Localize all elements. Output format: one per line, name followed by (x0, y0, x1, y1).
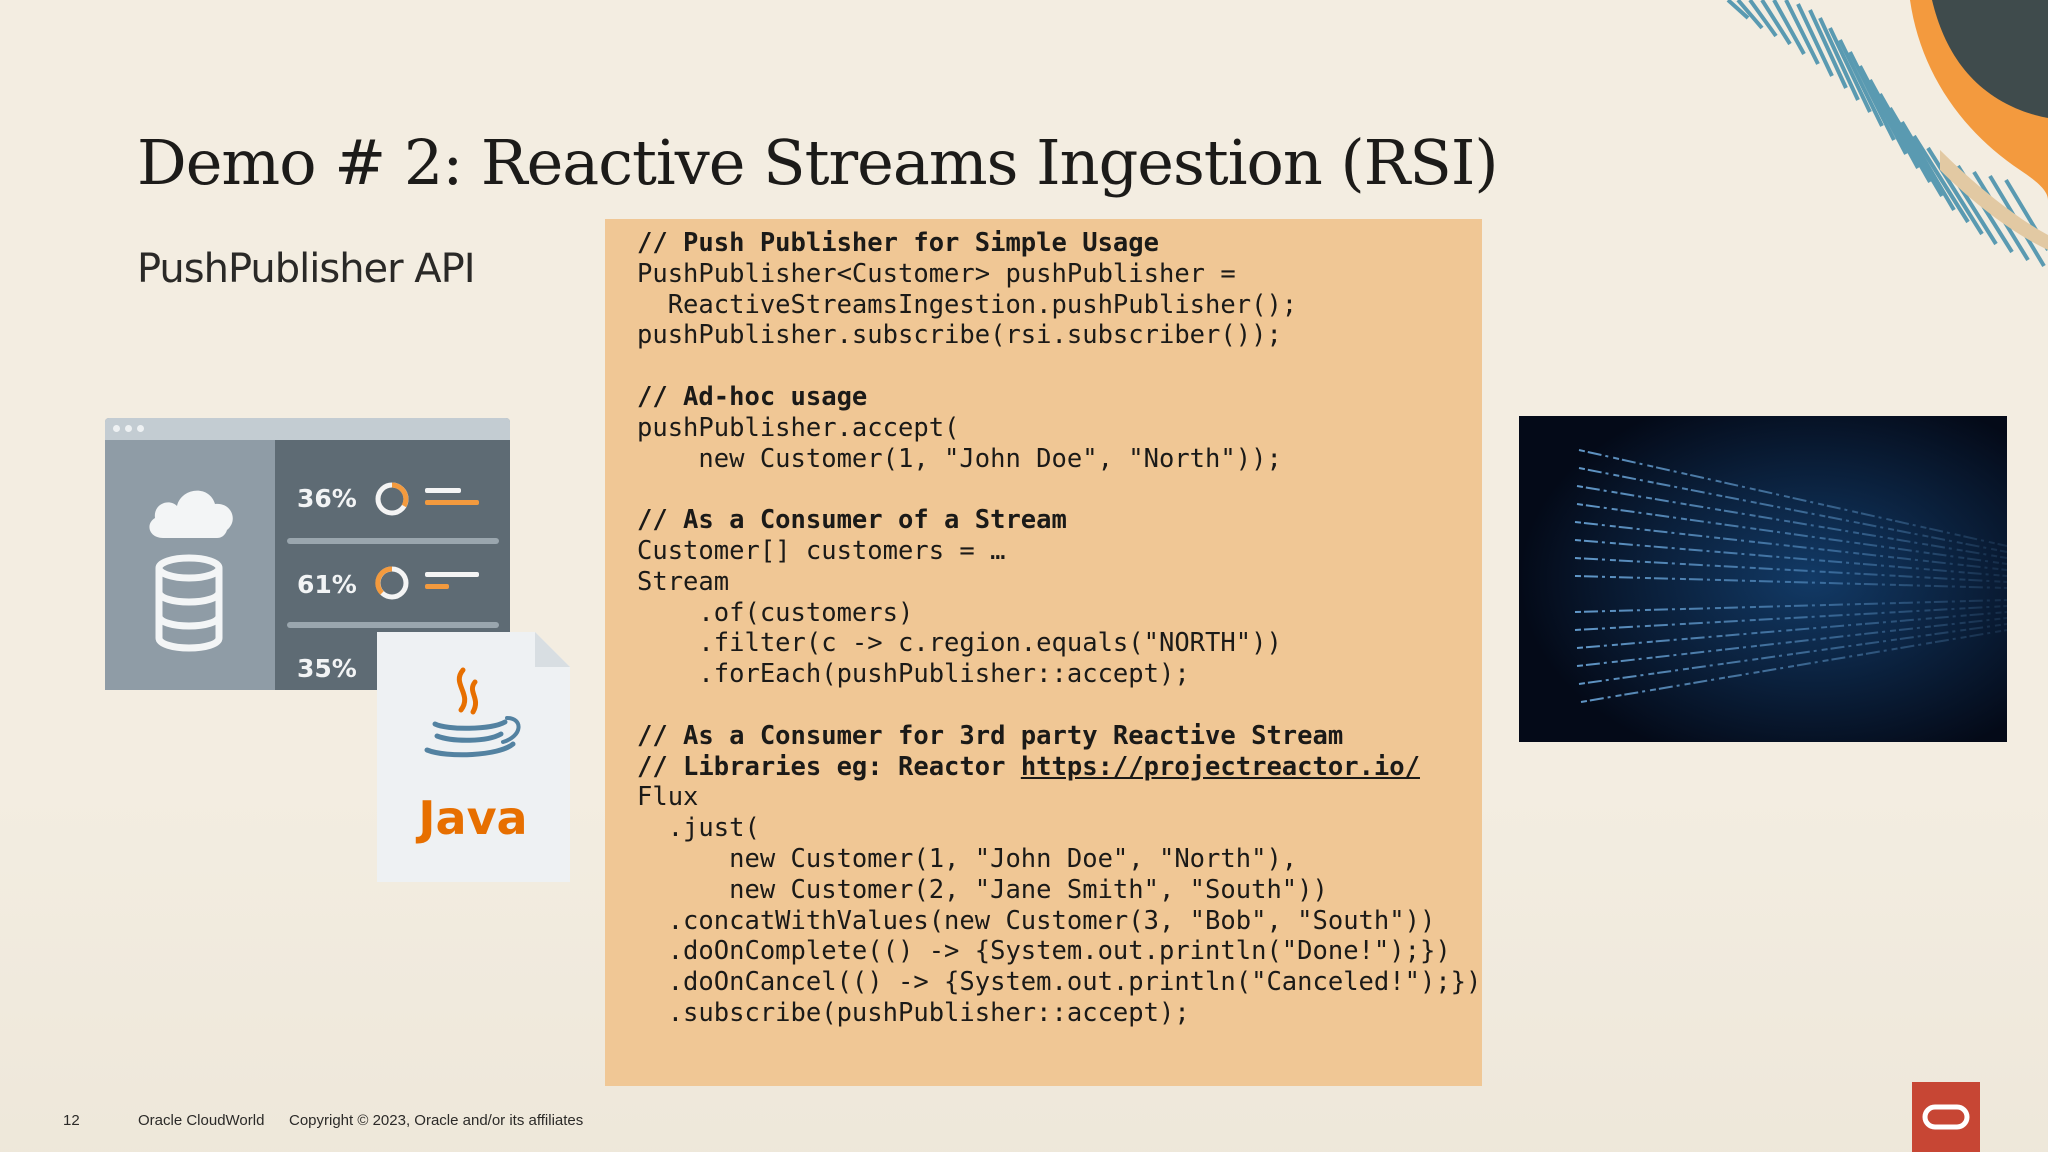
metric-value: 35% (297, 654, 357, 683)
code-text: // Push Publisher for Simple Usage (637, 228, 1159, 258)
code-line: new Customer(1, "John Doe", "North"), (637, 844, 1482, 875)
window-dot (113, 425, 120, 432)
code-line: .filter(c -> c.region.equals("NORTH")) (637, 628, 1482, 659)
code-text: .filter(c -> c.region.equals("NORTH")) (637, 628, 1282, 659)
code-text: .doOnComplete(() -> {System.out.println(… (637, 936, 1451, 967)
code-text: // As a Consumer of a Stream (637, 505, 1067, 536)
code-line: ReactiveStreamsIngestion.pushPublisher()… (637, 290, 1482, 321)
data-stream-graphic (1519, 416, 2007, 742)
code-line: .subscribe(pushPublisher::accept); (637, 998, 1482, 1029)
code-text: new Customer(1, "John Doe", "North")); (637, 443, 1282, 474)
code-line: Flux (637, 782, 1482, 813)
code-text: pushPublisher.accept( (637, 412, 960, 443)
code-line: Customer[] customers = … (637, 536, 1482, 567)
code-text: .subscribe(pushPublisher::accept); (637, 997, 1190, 1028)
slide-title: Demo # 2: Reactive Streams Ingestion (RS… (137, 126, 1499, 199)
dashboard-left-pane (105, 440, 275, 690)
code-text: new Customer(1, "John Doe", "North"), (637, 843, 1298, 874)
code-comment-line: // Libraries eg: Reactor https://project… (637, 752, 1482, 783)
code-text: // Ad-hoc usage (637, 381, 868, 412)
code-text: // Libraries eg: Reactor (637, 751, 1021, 782)
java-document-icon: Java (377, 632, 570, 882)
metric-bar (425, 500, 479, 505)
oracle-logo-icon (1922, 1104, 1970, 1130)
code-line: new Customer(1, "John Doe", "North")); (637, 444, 1482, 475)
donut-chart-icon (375, 482, 409, 516)
code-text: pushPublisher.subscribe(rsi.subscriber()… (637, 320, 1282, 351)
event-name: Oracle CloudWorld (138, 1112, 265, 1129)
code-line: .just( (637, 813, 1482, 844)
metric-bar (425, 584, 449, 589)
code-line: .concatWithValues(new Customer(3, "Bob",… (637, 906, 1482, 937)
dashboard-titlebar (105, 418, 510, 440)
java-label: Java (415, 791, 527, 845)
code-text: .doOnCancel(() -> {System.out.println("C… (637, 967, 1482, 998)
code-line: new Customer(2, "Jane Smith", "South")) (637, 875, 1482, 906)
database-icon (155, 554, 223, 652)
code-line (637, 474, 1482, 505)
copyright-notice: Copyright © 2023, Oracle and/or its affi… (289, 1112, 584, 1129)
donut-chart-icon (375, 566, 409, 600)
java-logo (424, 667, 521, 758)
code-text: Customer[] customers = … (637, 535, 1006, 566)
code-line: .forEach(pushPublisher::accept); (637, 659, 1482, 690)
code-text: .of(customers) (637, 597, 914, 628)
metric-bar (425, 572, 479, 577)
code-text: ReactiveStreamsIngestion.pushPublisher()… (637, 289, 1298, 320)
code-line: Stream (637, 567, 1482, 598)
oracle-logo (1912, 1082, 1980, 1152)
cloud-icon (149, 490, 233, 538)
code-text: .just( (637, 813, 760, 844)
code-text: PushPublisher<Customer> pushPublisher = (637, 258, 1236, 289)
code-comment-line: // As a Consumer for 3rd party Reactive … (637, 721, 1482, 752)
code-line: .doOnCancel(() -> {System.out.println("C… (637, 967, 1482, 998)
metric-divider (287, 622, 499, 628)
code-text: .concatWithValues(new Customer(3, "Bob",… (637, 905, 1436, 936)
code-line (637, 351, 1482, 382)
projectreactor-link[interactable]: https://projectreactor.io/ (1020, 751, 1420, 782)
page-number: 12 (63, 1112, 80, 1129)
code-line (637, 690, 1482, 721)
code-text: // As a Consumer for 3rd party Reactive … (637, 720, 1344, 751)
window-dot (137, 425, 144, 432)
code-line: .of(customers) (637, 598, 1482, 629)
slide-subtitle: PushPublisher API (137, 246, 476, 292)
code-text: new Customer(2, "Jane Smith", "South")) (637, 874, 1328, 905)
code-text: Flux (637, 782, 699, 813)
code-comment-line: // As a Consumer of a Stream (637, 505, 1482, 536)
metric-value: 61% (297, 570, 357, 599)
code-line: .doOnComplete(() -> {System.out.println(… (637, 936, 1482, 967)
metric-divider (287, 538, 499, 544)
metric-bar (425, 488, 461, 493)
code-line: pushPublisher.subscribe(rsi.subscriber()… (637, 320, 1482, 351)
window-dot (125, 425, 132, 432)
code-comment-line: // Ad-hoc usage (637, 382, 1482, 413)
data-stream-image (1519, 416, 2007, 742)
code-text: Stream (637, 566, 730, 597)
decorative-corner-graphic (1726, 0, 2048, 268)
code-comment-line: // Push Publisher for Simple Usage (637, 228, 1482, 259)
code-line: pushPublisher.accept( (637, 413, 1482, 444)
metric-value: 36% (297, 484, 357, 513)
code-text: .forEach(pushPublisher::accept); (637, 659, 1190, 690)
code-line: PushPublisher<Customer> pushPublisher = (637, 259, 1482, 290)
